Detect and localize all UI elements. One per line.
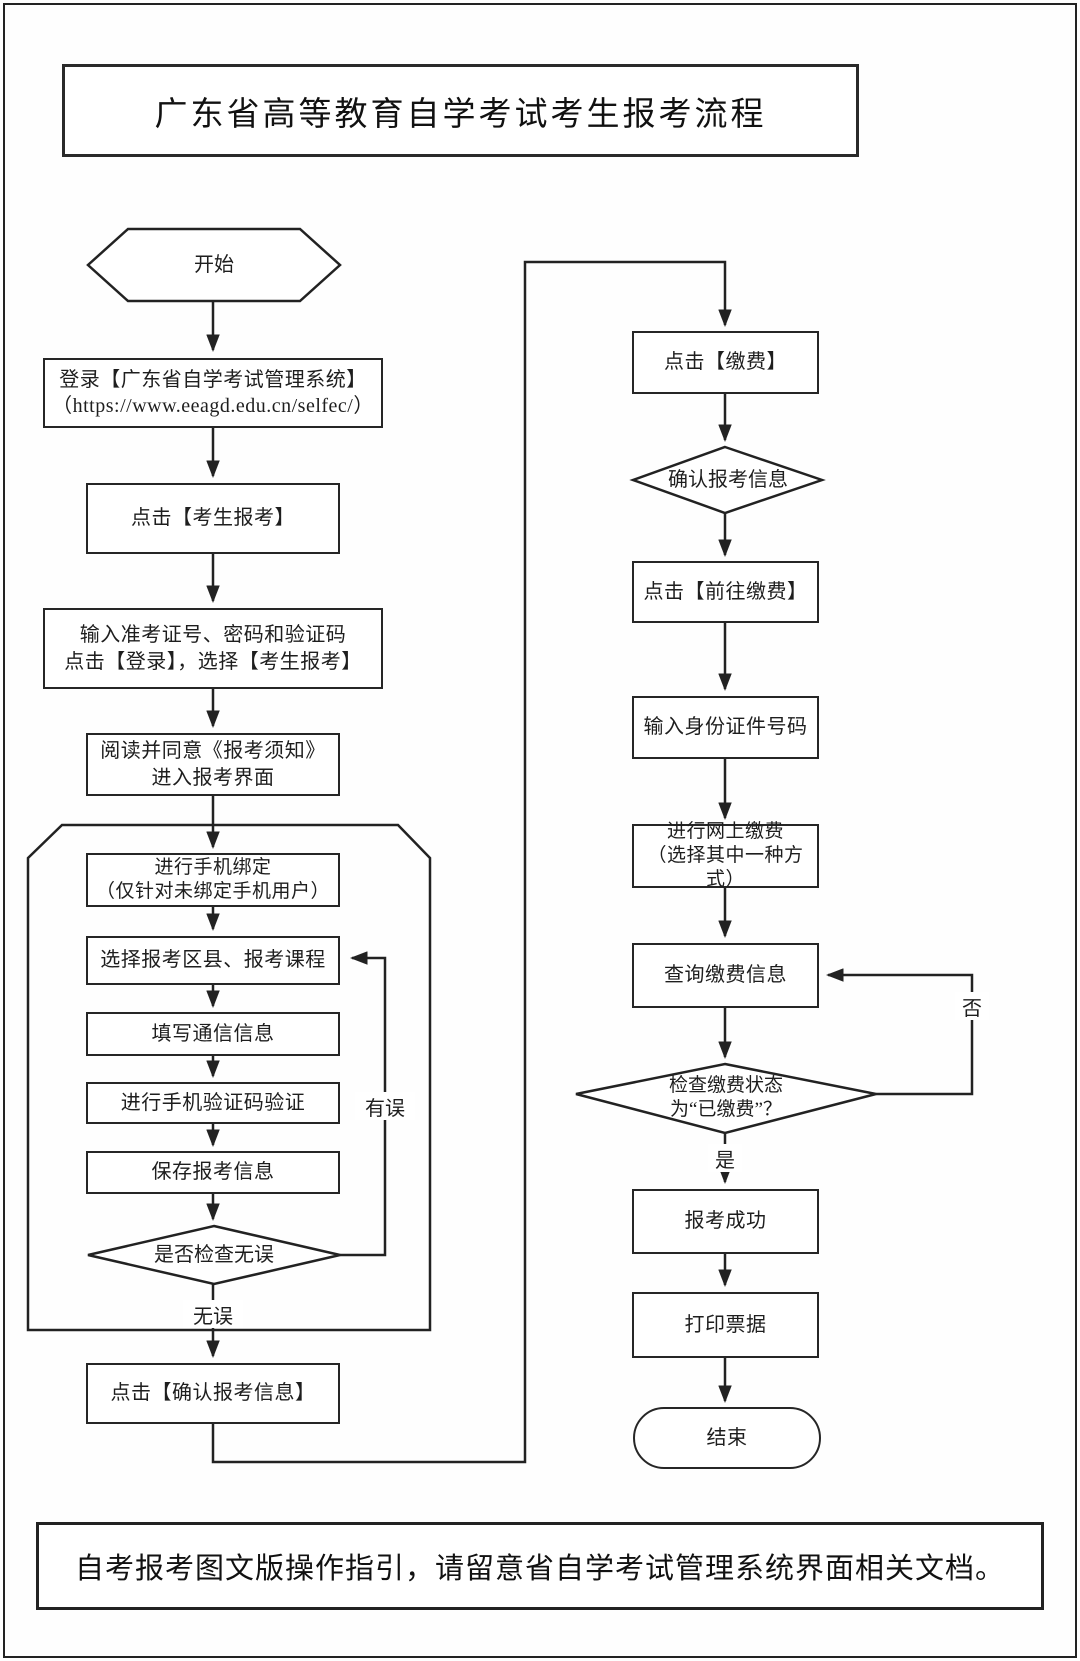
start-hexagon-shape bbox=[86, 227, 342, 303]
click-register-node: 点击【考生报考】 bbox=[86, 483, 340, 554]
error-branch-label: 有误 bbox=[355, 1092, 415, 1120]
query-pay-node: 查询缴费信息 bbox=[632, 943, 819, 1008]
enter-id-node: 输入身份证件号码 bbox=[632, 696, 819, 759]
end-node: 结束 bbox=[633, 1407, 821, 1469]
footer-box: 自考报考图文版操作指引，请留意省自学考试管理系统界面相关文档。 bbox=[36, 1522, 1044, 1610]
go-pay-node: 点击【前往缴费】 bbox=[632, 561, 819, 623]
ok-branch-label: 无误 bbox=[183, 1300, 243, 1328]
check-paid-node: 检查缴费状态 为“已缴费”？ bbox=[668, 1074, 783, 1120]
verify-phone-node: 进行手机验证码验证 bbox=[86, 1082, 340, 1124]
title-box: 广东省高等教育自学考试考生报考流程 bbox=[62, 64, 859, 157]
success-node: 报考成功 bbox=[632, 1189, 819, 1254]
enter-credentials-node: 输入准考证号、密码和验证码 点击【登录】，选择【考生报考】 bbox=[43, 608, 383, 689]
select-courses-node: 选择报考区县、报考课程 bbox=[86, 936, 340, 985]
read-notice-node: 阅读并同意《报考须知》 进入报考界面 bbox=[86, 733, 340, 796]
loop-container-shape bbox=[26, 823, 432, 1332]
bind-phone-node: 进行手机绑定 （仅针对未绑定手机用户） bbox=[86, 853, 340, 907]
confirm-decision-node: 确认报考信息 bbox=[668, 468, 788, 491]
fill-contact-node: 填写通信信息 bbox=[86, 1012, 340, 1056]
click-pay-node: 点击【缴费】 bbox=[632, 331, 819, 394]
footer-note: 自考报考图文版操作指引，请留意省自学考试管理系统界面相关文档。 bbox=[74, 1553, 1005, 1585]
check-decision-node: 是否检查无误 bbox=[154, 1244, 274, 1266]
start-node: 开始 bbox=[194, 253, 234, 276]
print-receipt-node: 打印票据 bbox=[632, 1292, 819, 1358]
page-title: 广东省高等教育自学考试考生报考流程 bbox=[154, 96, 767, 133]
yes-branch-label: 是 bbox=[708, 1144, 742, 1172]
save-info-node: 保存报考信息 bbox=[86, 1151, 340, 1194]
confirm-info-node: 点击【确认报考信息】 bbox=[86, 1363, 340, 1424]
login-node: 登录【广东省自学考试管理系统】 （https://www.eeagd.edu.c… bbox=[43, 358, 383, 428]
online-pay-node: 进行网上缴费 （选择其中一种方式） bbox=[632, 821, 819, 890]
no-branch-label: 否 bbox=[955, 992, 989, 1020]
